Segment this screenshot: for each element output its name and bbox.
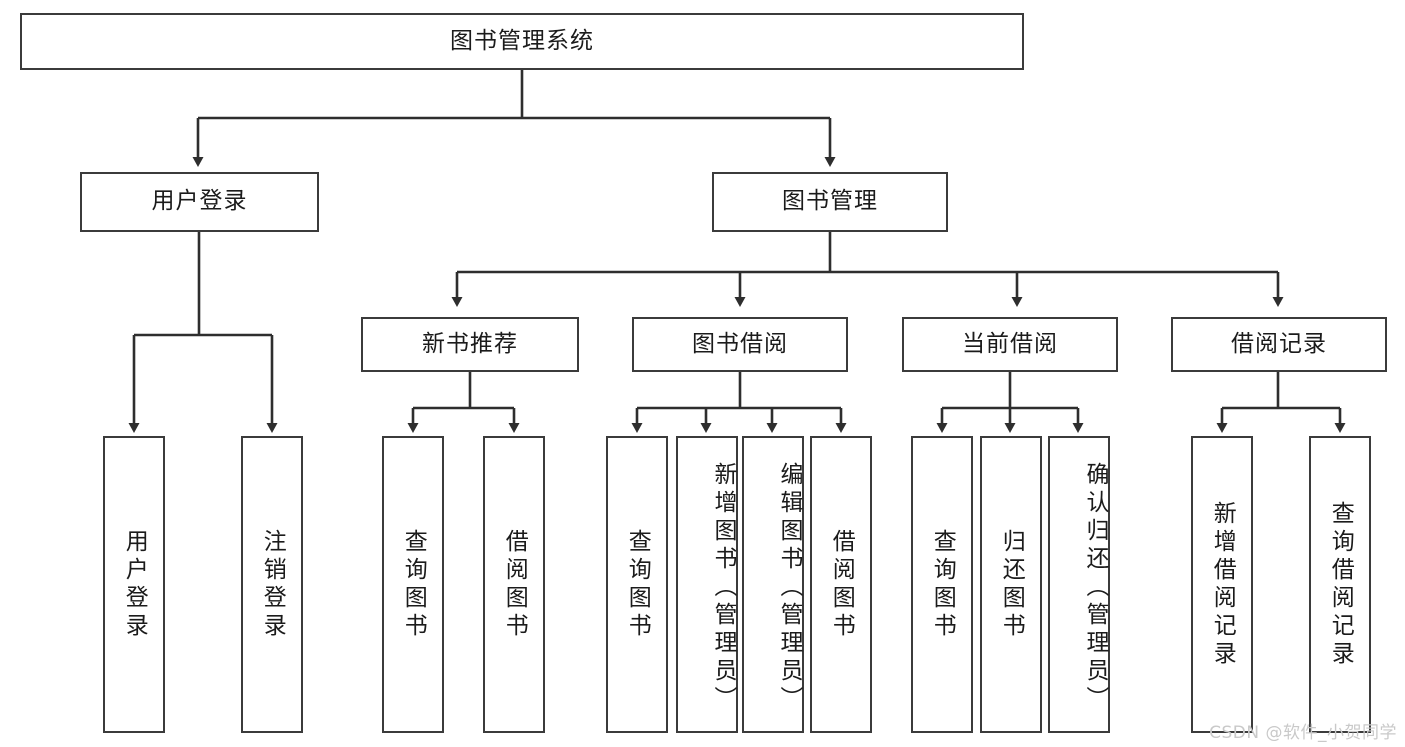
node-root[interactable]: 图书管理系统 [20,13,1024,70]
node-root-label: 图书管理系统 [450,27,594,54]
node-new-book-recommend[interactable]: 新书推荐 [361,317,579,372]
leaf-book-borrow-2[interactable]: 新增图书（管理员） [676,436,738,733]
leaf-current-borrow-3-label: 确认归还（管理员） [1082,461,1108,714]
leaf-borrow-record-2[interactable]: 查询借阅记录 [1309,436,1371,733]
node-current-borrow[interactable]: 当前借阅 [902,317,1118,372]
leaf-current-borrow-1-label: 查询图书 [929,528,956,641]
leaf-current-borrow-1[interactable]: 查询图书 [911,436,973,733]
node-user-login-label: 用户登录 [151,188,248,215]
leaf-new-book-1-label: 查询图书 [400,528,427,641]
leaf-user-login-1-label: 用户登录 [121,528,148,641]
leaf-user-login-2[interactable]: 注销登录 [241,436,303,733]
leaf-book-borrow-2-label: 新增图书（管理员） [710,461,736,714]
leaf-book-borrow-4[interactable]: 借阅图书 [810,436,872,733]
leaf-borrow-record-1[interactable]: 新增借阅记录 [1191,436,1253,733]
node-book-manage[interactable]: 图书管理 [712,172,948,232]
leaf-book-borrow-1-label: 查询图书 [624,528,651,641]
node-book-borrow[interactable]: 图书借阅 [632,317,848,372]
node-current-borrow-label: 当前借阅 [962,330,1058,357]
leaf-book-borrow-3[interactable]: 编辑图书（管理员） [742,436,804,733]
leaf-book-borrow-4-label: 借阅图书 [828,528,855,641]
node-book-borrow-label: 图书借阅 [692,330,788,357]
node-user-login[interactable]: 用户登录 [80,172,319,232]
leaf-borrow-record-2-label: 查询借阅记录 [1327,500,1354,669]
leaf-current-borrow-2-label: 归还图书 [998,528,1025,641]
leaf-new-book-2-label: 借阅图书 [501,528,528,641]
leaf-user-login-2-label: 注销登录 [259,528,286,641]
node-borrow-record-label: 借阅记录 [1231,330,1327,357]
leaf-book-borrow-1[interactable]: 查询图书 [606,436,668,733]
node-new-book-recommend-label: 新书推荐 [422,330,518,357]
leaf-user-login-1[interactable]: 用户登录 [103,436,165,733]
leaf-current-borrow-3[interactable]: 确认归还（管理员） [1048,436,1110,733]
node-book-manage-label: 图书管理 [782,188,878,215]
leaf-new-book-1[interactable]: 查询图书 [382,436,444,733]
node-borrow-record[interactable]: 借阅记录 [1171,317,1387,372]
leaf-borrow-record-1-label: 新增借阅记录 [1209,500,1236,669]
leaf-book-borrow-3-label: 编辑图书（管理员） [776,461,802,714]
leaf-current-borrow-2[interactable]: 归还图书 [980,436,1042,733]
leaf-new-book-2[interactable]: 借阅图书 [483,436,545,733]
